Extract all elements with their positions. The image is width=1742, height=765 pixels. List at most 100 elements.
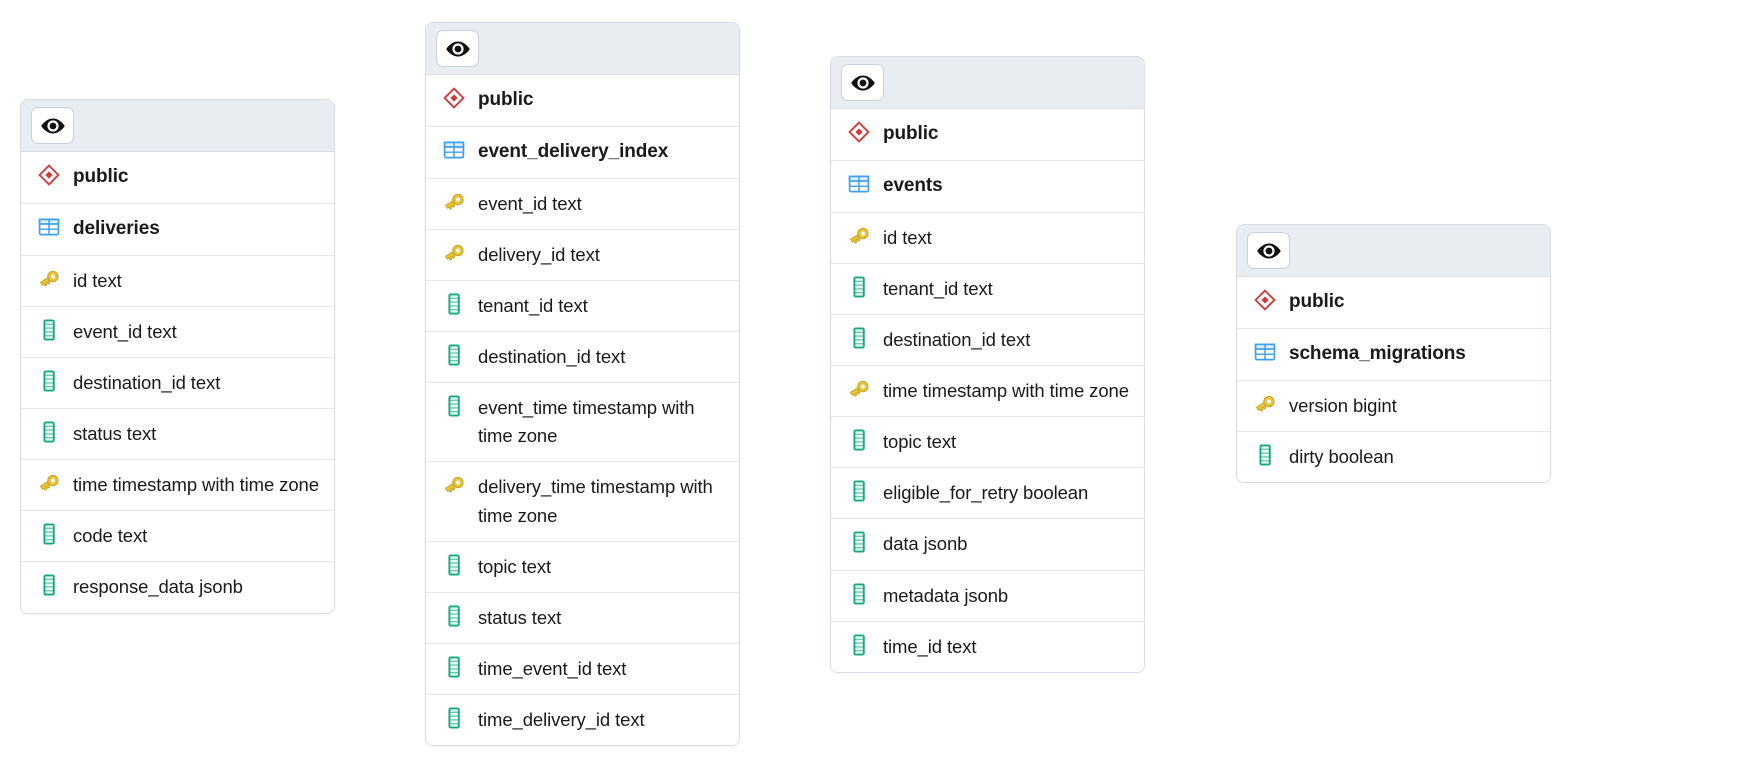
column-row-label: destination_id text (73, 371, 221, 393)
schema-row[interactable]: public (1237, 277, 1550, 329)
column-row-label: time timestamp with time zone (883, 380, 1129, 402)
schema-diamond-icon (37, 163, 61, 187)
column-row-label: event_time timestamp with time zone (478, 397, 695, 447)
column-row[interactable]: delivery_id text (426, 229, 739, 281)
eye-icon (40, 113, 66, 139)
schema-diamond-icon (847, 120, 871, 144)
column-row[interactable]: time_delivery_id text (426, 694, 739, 746)
column-row-label: time_delivery_id text (478, 708, 645, 730)
column-row[interactable]: time_event_id text (426, 643, 739, 695)
column-row[interactable]: version bigint (1237, 380, 1550, 432)
column-row[interactable]: eligible_for_retry boolean (831, 468, 1144, 520)
column-row-label: destination_id text (883, 328, 1031, 350)
column-icon (847, 326, 871, 350)
column-row[interactable]: time timestamp with time zone (831, 366, 1144, 418)
column-row[interactable]: code text (21, 511, 334, 563)
column-row[interactable]: id text (21, 255, 334, 307)
column-icon (442, 553, 466, 577)
column-icon (847, 479, 871, 503)
column-row[interactable]: tenant_id text (426, 280, 739, 333)
column-icon (847, 275, 871, 299)
column-row[interactable]: id text (831, 212, 1144, 264)
column-icon (442, 292, 466, 316)
column-icon (442, 343, 466, 367)
visibility-toggle-button[interactable] (31, 107, 74, 144)
column-row[interactable]: topic text (831, 417, 1144, 469)
visibility-toggle-button[interactable] (436, 30, 479, 67)
column-row-label: dirty boolean (1289, 445, 1394, 467)
key-icon (442, 241, 466, 265)
table-name-row-label: schema_migrations (1289, 342, 1466, 364)
column-row[interactable]: dirty boolean (1237, 431, 1550, 482)
table-grid-icon (1253, 340, 1277, 364)
column-row[interactable]: topic text (426, 541, 739, 593)
table-name-row[interactable]: deliveries (21, 203, 334, 256)
column-row-label: topic text (883, 431, 957, 453)
column-icon (847, 633, 871, 657)
column-row-label: metadata jsonb (883, 584, 1009, 606)
key-icon (37, 267, 61, 291)
key-icon (442, 473, 466, 497)
column-row-label: status text (73, 423, 157, 445)
eye-icon (850, 70, 876, 96)
schema-diamond-icon (1253, 288, 1277, 312)
column-row-label: tenant_id text (883, 277, 993, 299)
visibility-toggle-button[interactable] (1247, 232, 1290, 269)
column-row-label: delivery_id text (478, 243, 600, 265)
key-icon (37, 471, 61, 495)
schema-row[interactable]: public (426, 75, 739, 127)
column-row-label: response_data jsonb (73, 576, 243, 598)
column-row[interactable]: event_time timestamp with time zone (426, 383, 739, 463)
column-row[interactable]: response_data jsonb (21, 562, 334, 613)
table-card-events[interactable]: public events id text tenant_id text destina… (830, 56, 1145, 673)
table-name-row[interactable]: event_delivery_index (426, 126, 739, 179)
table-name-row-label: events (883, 174, 943, 196)
key-icon (847, 377, 871, 401)
schema-row[interactable]: public (831, 109, 1144, 161)
table-card-header (1237, 225, 1550, 277)
column-icon (37, 318, 61, 342)
column-row[interactable]: time_id text (831, 621, 1144, 672)
column-row[interactable]: destination_id text (21, 357, 334, 410)
schema-row[interactable]: public (21, 152, 334, 204)
column-row-label: destination_id text (478, 346, 626, 368)
column-row[interactable]: event_id text (21, 306, 334, 358)
column-icon (442, 706, 466, 730)
table-card-header (21, 100, 334, 152)
column-icon (847, 428, 871, 452)
column-row[interactable]: metadata jsonb (831, 570, 1144, 622)
column-row-label: code text (73, 525, 148, 547)
table-name-row-label: deliveries (73, 217, 160, 239)
column-row[interactable]: tenant_id text (831, 263, 1144, 315)
schema-row-label: public (1289, 291, 1345, 312)
column-row-label: tenant_id text (478, 294, 588, 316)
column-row[interactable]: delivery_time timestamp with time zone (426, 462, 739, 542)
column-row[interactable]: status text (426, 592, 739, 644)
column-row-label: delivery_time timestamp with time zone (478, 476, 713, 526)
visibility-toggle-button[interactable] (841, 64, 884, 101)
column-row[interactable]: destination_id text (426, 332, 739, 384)
table-name-row[interactable]: events (831, 160, 1144, 213)
key-icon (1253, 392, 1277, 416)
column-row-label: version bigint (1289, 394, 1397, 416)
table-name-row[interactable]: schema_migrations (1237, 328, 1550, 381)
column-row-label: topic text (478, 555, 552, 577)
column-row[interactable]: event_id text (426, 178, 739, 230)
column-icon (37, 369, 61, 393)
column-row-label: id text (883, 226, 932, 248)
schema-row-label: public (73, 166, 129, 187)
table-card-deliveries[interactable]: public deliveries id text event_id text dest… (20, 99, 335, 614)
column-icon (37, 420, 61, 444)
column-row-label: eligible_for_retry boolean (883, 482, 1089, 504)
column-row[interactable]: destination_id text (831, 314, 1144, 367)
column-row[interactable]: status text (21, 409, 334, 461)
column-row-label: event_id text (73, 320, 177, 342)
column-row[interactable]: time timestamp with time zone (21, 460, 334, 512)
column-row[interactable]: data jsonb (831, 519, 1144, 571)
eye-icon (445, 36, 471, 62)
column-icon (442, 394, 466, 418)
column-row-label: id text (73, 269, 122, 291)
